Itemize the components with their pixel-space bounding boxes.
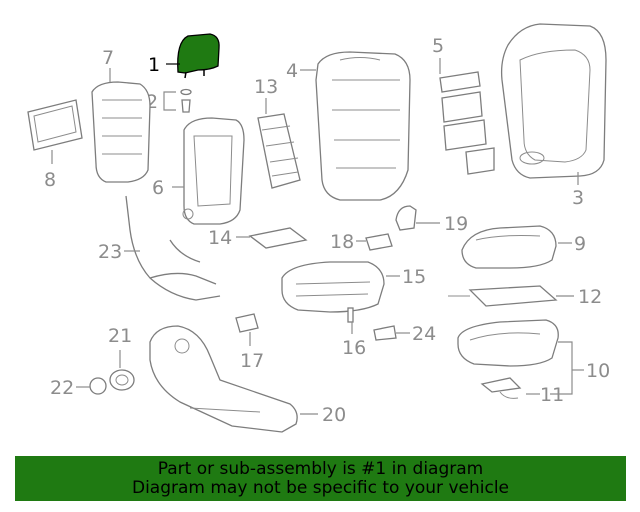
- callout-11: 11: [540, 384, 564, 406]
- callout-19: 19: [444, 213, 468, 235]
- callout-9: 9: [574, 233, 586, 255]
- part-12-heater-mat[interactable]: 12: [448, 285, 602, 308]
- callout-7: 7: [102, 47, 114, 69]
- callout-15: 15: [402, 266, 426, 288]
- callout-21: 21: [108, 325, 132, 347]
- seat-parts-diagram: 1 2 3 4 5 6: [27, 23, 610, 433]
- part-22-cap[interactable]: 22: [50, 377, 107, 399]
- callout-4: 4: [286, 60, 298, 82]
- part-21-knob[interactable]: 21: [108, 325, 135, 391]
- callout-16: 16: [342, 337, 366, 359]
- part-23-wire-harness[interactable]: 23: [98, 195, 221, 301]
- callout-13: 13: [254, 76, 278, 98]
- info-banner: Part or sub-assembly is #1 in diagram Di…: [15, 456, 626, 501]
- callout-12: 12: [578, 286, 602, 308]
- part-2-headrest-guide[interactable]: 2: [146, 88, 192, 114]
- part-17-clip[interactable]: 17: [235, 313, 264, 372]
- part-9-cushion-cover[interactable]: 9: [461, 225, 586, 269]
- callout-17: 17: [240, 350, 264, 372]
- callout-3: 3: [572, 187, 584, 209]
- part-18-latch[interactable]: 18: [330, 231, 393, 253]
- part-14-bracket[interactable]: 14: [208, 227, 308, 249]
- part-24-connector[interactable]: 24: [373, 323, 436, 345]
- callout-24: 24: [412, 323, 436, 345]
- part-19-guide[interactable]: 19: [395, 205, 468, 235]
- callout-22: 22: [50, 377, 74, 399]
- part-6-seatback-frame[interactable]: 6: [152, 117, 245, 225]
- callout-20: 20: [322, 404, 346, 426]
- banner-line-1: Part or sub-assembly is #1 in diagram: [157, 459, 484, 479]
- callout-1: 1: [148, 54, 160, 76]
- part-11-sensor[interactable]: 11: [480, 377, 564, 406]
- callout-18: 18: [330, 231, 354, 253]
- part-15-seat-frame[interactable]: 15: [281, 261, 426, 313]
- part-20-side-shield[interactable]: 20: [149, 325, 346, 433]
- part-7-seatback-panel[interactable]: 7: [91, 47, 151, 183]
- part-16-bolt[interactable]: 16: [342, 307, 366, 359]
- callout-10: 10: [586, 360, 610, 382]
- part-13-spring-mat[interactable]: 13: [254, 76, 301, 189]
- part-10-cushion-pad[interactable]: 10: [457, 319, 610, 395]
- part-4-seatback-pad[interactable]: 4: [286, 51, 411, 201]
- callout-23: 23: [98, 241, 122, 263]
- callout-8: 8: [44, 169, 56, 191]
- banner-line-2: Diagram may not be specific to your vehi…: [131, 478, 509, 498]
- part-3-seatback-cover[interactable]: 3: [500, 23, 607, 209]
- callout-6: 6: [152, 177, 164, 199]
- callout-14: 14: [208, 227, 232, 249]
- part-5-heater-pads[interactable]: 5: [432, 35, 495, 175]
- callout-5: 5: [432, 35, 444, 57]
- part-8-panel[interactable]: 8: [27, 99, 83, 191]
- part-1-headrest[interactable]: 1: [148, 33, 220, 79]
